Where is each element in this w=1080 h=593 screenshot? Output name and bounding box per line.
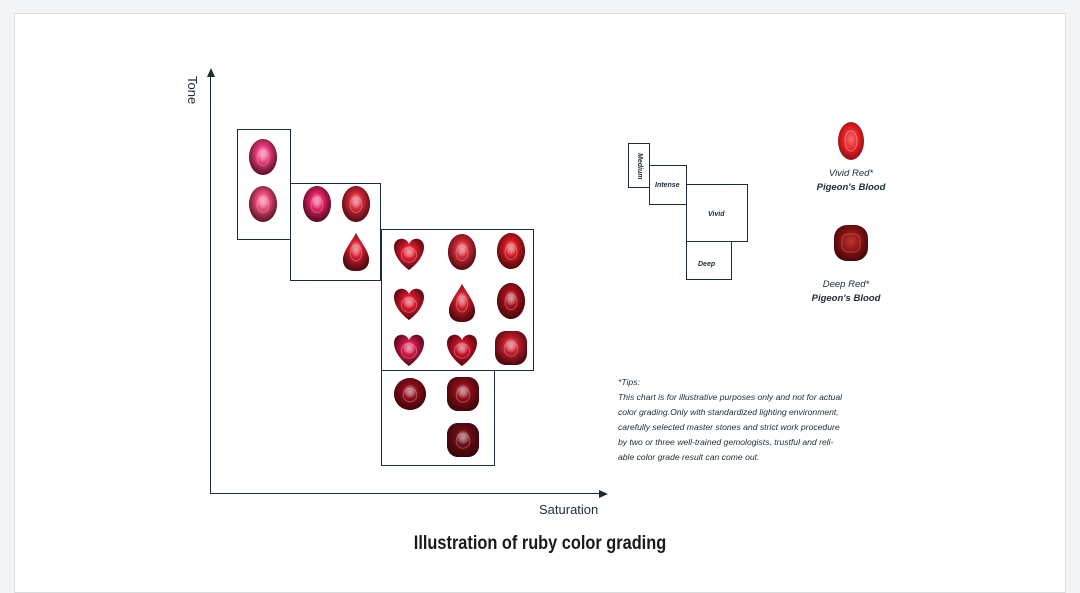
reference-vivid-caption: Vivid Red* Pigeon's Blood (806, 168, 896, 193)
x-axis-label: Saturation (539, 502, 599, 517)
gemstone-oval (497, 283, 525, 319)
group-medium-box (290, 183, 381, 281)
y-axis-arrow (207, 68, 215, 77)
gemstone-heart (394, 238, 424, 270)
reference-stone-deep (834, 225, 868, 261)
gemstone-cushion (495, 331, 527, 365)
x-axis (210, 493, 600, 495)
reference-deep-label: Deep Red* (822, 279, 870, 290)
y-axis (210, 76, 212, 494)
gemstone-cushion (447, 377, 479, 411)
tips-heading: *Tips: (618, 377, 640, 387)
x-axis-arrow (599, 490, 608, 498)
gemstone-pear (449, 284, 475, 322)
gemstone-oval (303, 186, 331, 222)
key-label-vivid: Vivid (708, 211, 725, 218)
reference-vivid-grade: Pigeon's Blood (816, 182, 886, 193)
reference-vivid-label: Vivid Red* (828, 168, 874, 179)
reference-stone-vivid (838, 122, 864, 160)
gemstone-oval (497, 233, 525, 269)
key-label-intense: Intense (655, 182, 680, 189)
tips-line: carefully selected master stones and str… (618, 422, 840, 432)
tips-line: able color grade result can come out. (618, 452, 760, 462)
gemstone-oval (342, 186, 370, 222)
group-deep-box (381, 370, 495, 466)
gemstone-round (394, 378, 426, 410)
key-label-deep: Deep (698, 261, 716, 268)
reference-deep-grade: Pigeon's Blood (811, 293, 881, 304)
gemstone-oval (249, 186, 277, 222)
key-label-medium: Medium (636, 153, 643, 180)
gemstone-cushion (447, 423, 479, 457)
tips-line: by two or three well-trained gemologists… (618, 437, 834, 447)
gemstone-heart (394, 288, 424, 320)
illustration-card (14, 13, 1066, 593)
key-box-deep (686, 241, 732, 280)
tips-line: color grading.Only with standardized lig… (618, 407, 839, 417)
gemstone-oval (249, 139, 277, 175)
gemstone-heart (394, 334, 424, 366)
page-title: Illustration of ruby color grading (413, 533, 667, 554)
reference-deep-caption: Deep Red* Pigeon's Blood (801, 279, 891, 304)
y-axis-label: Tone (185, 76, 200, 105)
gemstone-heart (447, 334, 477, 366)
key-box-vivid (686, 184, 748, 242)
tips-line: This chart is for illustrative purposes … (618, 392, 843, 402)
gemstone-oval (448, 234, 476, 270)
gemstone-pear (343, 233, 369, 271)
key-box-intense (649, 165, 687, 205)
tips-block: *Tips: This chart is for illustrative pu… (618, 375, 908, 465)
